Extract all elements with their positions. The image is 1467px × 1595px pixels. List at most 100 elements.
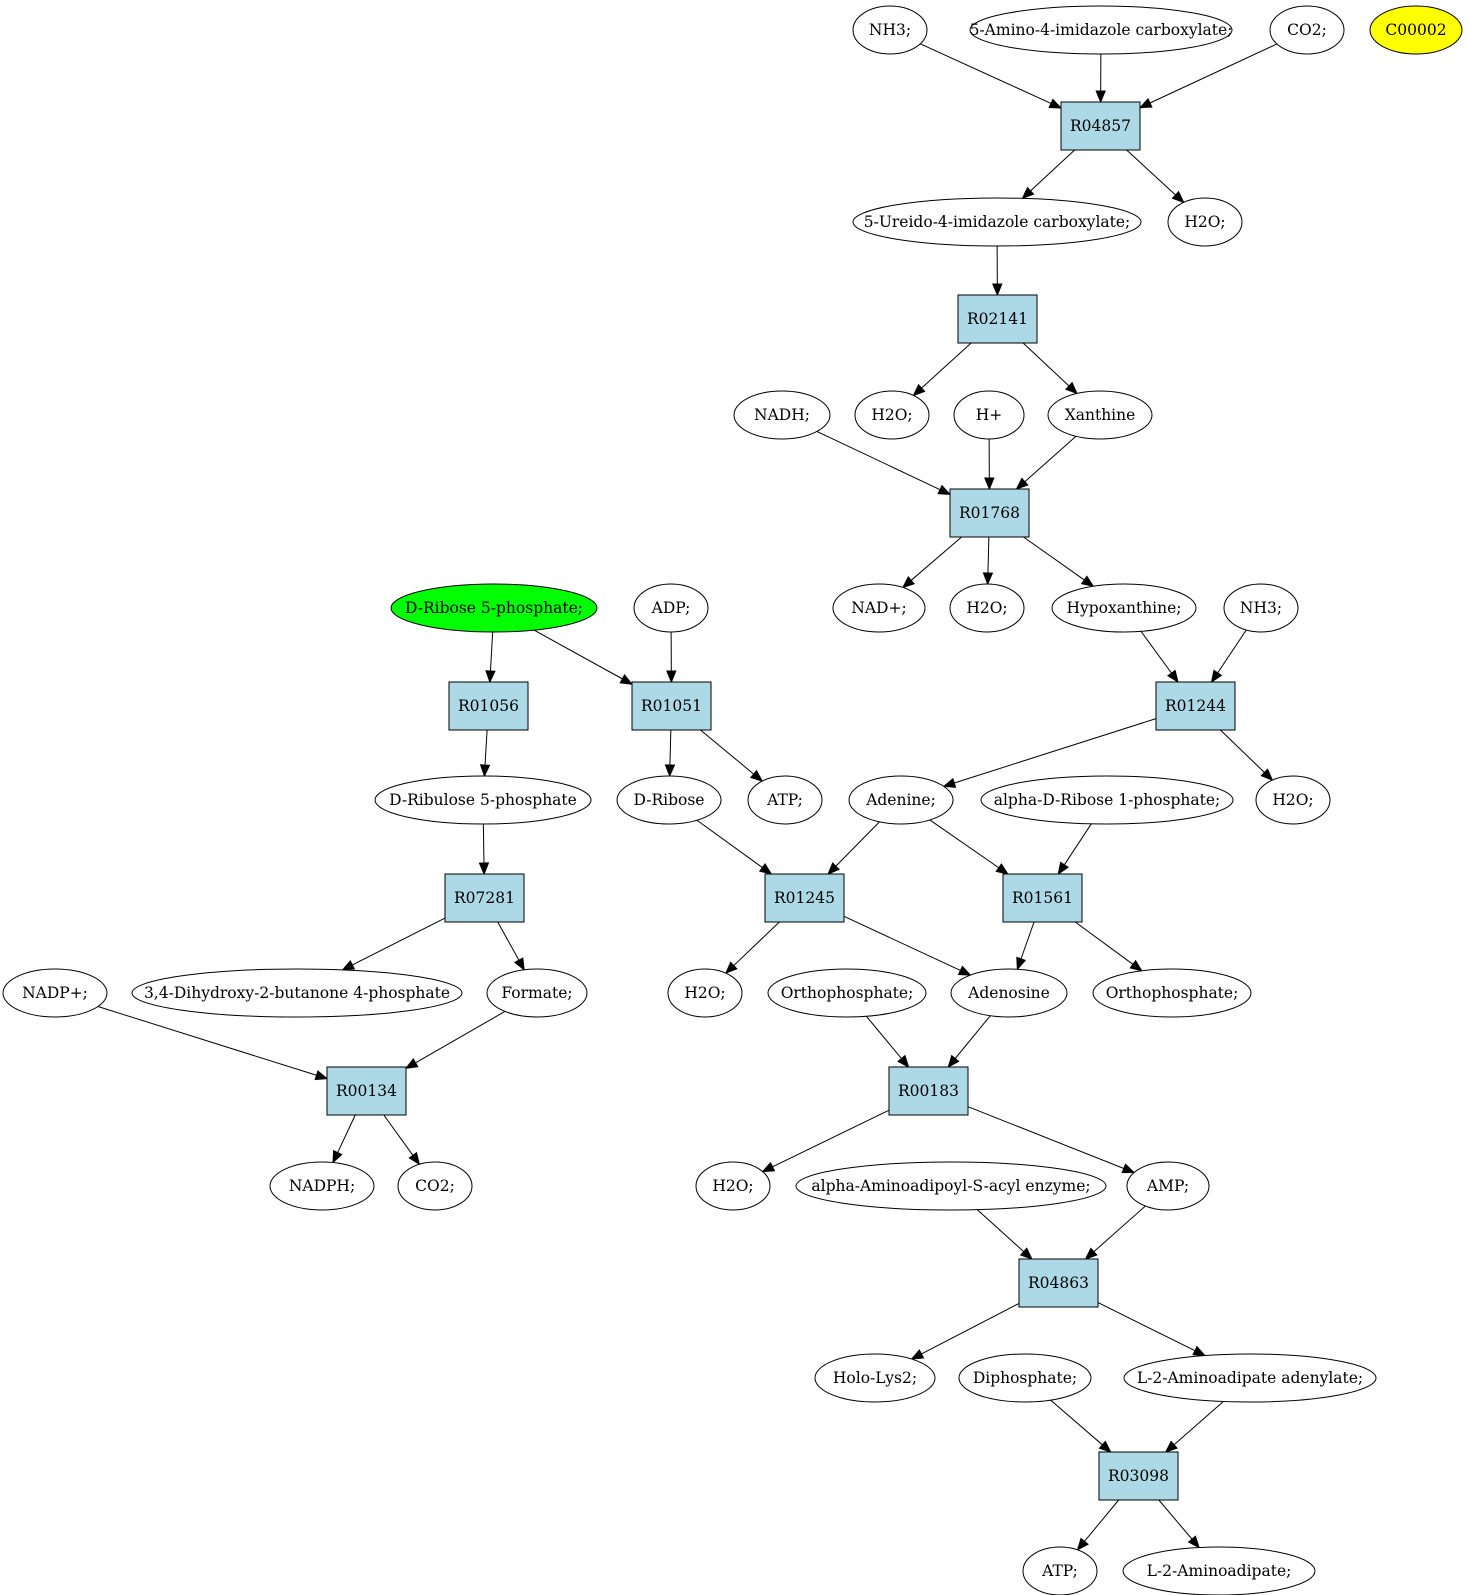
compound-node-c-amp[interactable]: AMP; xyxy=(1126,1161,1210,1211)
reaction-node-r-r00183[interactable]: R00183 xyxy=(888,1066,969,1116)
compound-node-c-xanthine[interactable]: Xanthine xyxy=(1047,390,1153,440)
edge-line xyxy=(1022,342,1070,387)
compound-node-c-diphos[interactable]: Diphosphate; xyxy=(958,1353,1092,1403)
compound-node-c-nadpplus[interactable]: NADP+; xyxy=(2,968,108,1018)
compound-node-c-adr1p[interactable]: alpha-D-Ribose 1-phosphate; xyxy=(980,775,1234,825)
compound-ellipse xyxy=(695,1161,771,1211)
compound-node-c-ortho-b[interactable]: Orthophosphate; xyxy=(1092,968,1252,1018)
edge-line xyxy=(865,1015,902,1059)
node-label: R00134 xyxy=(336,1082,397,1100)
compound-node-c-aasae[interactable]: alpha-Aminoadipoyl-S-acyl enzyme; xyxy=(795,1161,1107,1211)
node-label: H2O; xyxy=(1272,791,1313,809)
reaction-node-r-r03098[interactable]: R03098 xyxy=(1098,1451,1179,1501)
compound-node-c-dribose[interactable]: D-Ribose xyxy=(616,775,722,825)
reaction-node-r-r04857[interactable]: R04857 xyxy=(1060,101,1141,151)
reaction-node-r-r01056[interactable]: R01056 xyxy=(448,681,529,731)
reaction-node-r-r04863[interactable]: R04863 xyxy=(1018,1258,1099,1308)
compound-ellipse xyxy=(733,390,831,440)
reaction-node-r-r01244[interactable]: R01244 xyxy=(1155,681,1236,731)
arrowhead-icon xyxy=(485,670,496,684)
compound-ellipse xyxy=(852,197,1142,247)
reaction-node-r-r01051[interactable]: R01051 xyxy=(631,681,712,731)
compound-node-c-nadh[interactable]: NADH; xyxy=(733,390,831,440)
compound-node-c-ortho-a[interactable]: Orthophosphate; xyxy=(767,968,927,1018)
arrowhead-icon xyxy=(664,764,676,778)
node-label: C00002 xyxy=(1385,21,1446,39)
edge-r-r01051-to-c-atp-a xyxy=(700,729,764,782)
compound-node-c-co2-b[interactable]: CO2; xyxy=(397,1161,473,1211)
compound-ellipse xyxy=(2,968,108,1018)
reaction-node-r-r01245[interactable]: R01245 xyxy=(764,873,845,923)
compound-node-c-h2o-a[interactable]: H2O; xyxy=(1167,197,1243,247)
compound-node-c-l2aa[interactable]: L-2-Aminoadipate; xyxy=(1122,1546,1316,1595)
compound-node-c-adenosine[interactable]: Adenosine xyxy=(950,968,1068,1018)
edge-line xyxy=(533,629,623,680)
arrowhead-icon xyxy=(910,1349,925,1360)
compound-node-c-formate[interactable]: Formate; xyxy=(486,968,588,1018)
arrowhead-icon xyxy=(1021,186,1035,200)
compound-node-c-h2o-f[interactable]: H2O; xyxy=(695,1161,771,1211)
compound-ellipse xyxy=(747,775,823,825)
compound-ellipse xyxy=(616,775,722,825)
compound-node-c-h2o-c[interactable]: H2O; xyxy=(949,583,1025,633)
node-label: R01245 xyxy=(774,889,835,907)
compound-ellipse xyxy=(1122,1546,1316,1595)
edge-r-r00183-to-c-amp xyxy=(967,1106,1136,1174)
node-label: R01768 xyxy=(959,504,1020,522)
compound-node-c-aic[interactable]: 5-Amino-4-imidazole carboxylate; xyxy=(969,5,1233,55)
compound-node-c-dru5p[interactable]: D-Ribulose 5-phosphate xyxy=(374,775,592,825)
compound-node-c-hplus[interactable]: H+ xyxy=(953,390,1025,440)
compound-ellipse xyxy=(795,1161,1107,1211)
compound-node-c-h2o-b[interactable]: H2O; xyxy=(854,390,930,440)
node-label: R02141 xyxy=(967,310,1028,328)
edge-r-r01244-to-c-h2o-d xyxy=(1220,729,1274,782)
arrowhead-icon xyxy=(341,960,356,971)
edge-line xyxy=(1149,43,1278,104)
reaction-box xyxy=(631,681,712,731)
reaction-node-r-r02141[interactable]: R02141 xyxy=(957,294,1038,344)
edge-line xyxy=(484,729,488,766)
edge-r-r01056-to-c-dru5p xyxy=(479,729,491,778)
node-label: R01561 xyxy=(1012,889,1073,907)
arrowhead-icon xyxy=(1048,98,1063,109)
compound-node-c-nh3-b[interactable]: NH3; xyxy=(1223,583,1299,633)
compound-node-c-adenine[interactable]: Adenine; xyxy=(848,775,954,825)
compound-ellipse xyxy=(767,968,927,1018)
compound-node-c-hololys2[interactable]: Holo-Lys2; xyxy=(814,1353,936,1403)
reaction-node-r-r00134[interactable]: R00134 xyxy=(326,1066,407,1116)
compound-node-c-atp-b[interactable]: ATP; xyxy=(1022,1546,1098,1595)
compound-node-c-h2o-e[interactable]: H2O; xyxy=(667,968,743,1018)
compound-node-c-l2aaa[interactable]: L-2-Aminoadipate adenylate; xyxy=(1123,1353,1377,1403)
compound-node-c-hypox[interactable]: Hypoxanthine; xyxy=(1051,583,1197,633)
edge-line xyxy=(954,1015,991,1059)
compound-node-c-nadph[interactable]: NADPH; xyxy=(269,1161,375,1211)
compound-node-c-nh3-a[interactable]: NH3; xyxy=(852,5,928,55)
arrowhead-icon xyxy=(1076,1537,1089,1551)
node-label: H2O; xyxy=(1184,213,1225,231)
compound-node-c-co2-a[interactable]: CO2; xyxy=(1269,5,1345,55)
edge-c-nh3-a-to-r-r04857 xyxy=(920,43,1063,109)
compound-node-c-adp[interactable]: ADP; xyxy=(633,583,709,633)
compound-node-c-uic[interactable]: 5-Ureido-4-imidazole carboxylate; xyxy=(852,197,1142,247)
reaction-node-r-r01768[interactable]: R01768 xyxy=(949,488,1030,538)
reaction-node-r-r07281[interactable]: R07281 xyxy=(444,873,525,923)
edge-r-r07281-to-c-dhbp xyxy=(341,917,446,971)
edge-r-r01768-to-c-h2o-c xyxy=(982,536,994,586)
compound-ellipse xyxy=(269,1161,375,1211)
compound-node-c-h2o-d[interactable]: H2O; xyxy=(1255,775,1331,825)
compound-node-c-dr5p[interactable]: D-Ribose 5-phosphate; xyxy=(390,583,598,633)
compound-node-c-dhbp[interactable]: 3,4-Dihydroxy-2-butanone 4-phosphate xyxy=(131,968,463,1018)
compound-node-c-c00002[interactable]: C00002 xyxy=(1369,5,1463,55)
edge-line xyxy=(482,823,485,864)
node-label: R01051 xyxy=(641,697,702,715)
reaction-node-r-r01561[interactable]: R01561 xyxy=(1002,873,1083,923)
compound-node-c-atp-a[interactable]: ATP; xyxy=(747,775,823,825)
edge-line xyxy=(816,431,941,491)
arrowhead-icon xyxy=(749,769,764,782)
arrowhead-icon xyxy=(1019,1247,1033,1260)
compound-node-c-nadplus[interactable]: NAD+; xyxy=(832,583,926,633)
compound-ellipse xyxy=(814,1353,936,1403)
edge-c-hplus-to-r-r01768 xyxy=(984,438,995,491)
node-label: Orthophosphate; xyxy=(781,984,914,1002)
arrowhead-icon xyxy=(1095,90,1106,104)
